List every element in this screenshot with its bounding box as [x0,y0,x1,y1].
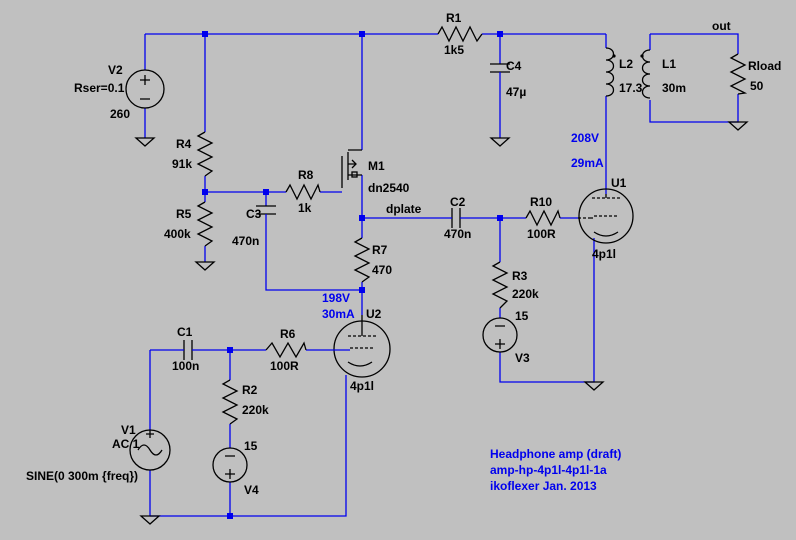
u1-tube [578,188,634,244]
c1-value: 100n [172,359,199,373]
r4-resistor [196,131,214,177]
c2-label: C2 [450,195,466,209]
r2-resistor [221,379,239,425]
note-filename: amp-hp-4p1l-4p1l-1a [490,463,607,477]
v4-label: V4 [244,483,259,497]
l1-label: L1 [662,57,676,71]
r10-value: 100R [527,227,556,241]
l1-value: 30m [662,81,686,95]
l2-label: L2 [619,57,633,71]
u1-voltage: 208V [571,131,599,145]
u2-current: 30mA [322,307,355,321]
r2-value: 220k [242,403,269,417]
u1-value: 4p1l [592,247,616,261]
r8-label: R8 [298,168,314,182]
r1-value: 1k5 [444,43,464,57]
c4-value: 47µ [506,85,526,99]
r6-label: R6 [280,327,296,341]
v4-source [212,447,248,483]
r10-label: R10 [530,195,552,209]
v2-source [125,69,165,109]
c4-capacitor [490,63,510,80]
u2-voltage: 198V [322,291,350,305]
r6-resistor [265,341,307,359]
v4-value: 15 [244,439,258,453]
r2-label: R2 [242,383,258,397]
c2-capacitor [451,208,461,228]
wires [144,33,739,517]
r7-label: R7 [372,243,388,257]
r7-resistor [353,237,371,283]
l2-inductor [605,47,615,97]
r6-value: 100R [270,359,299,373]
c4-label: C4 [506,59,522,73]
u1-current: 29mA [571,156,604,170]
ground-symbols [134,121,749,525]
note-author: ikoflexer Jan. 2013 [490,479,597,493]
r8-value: 1k [298,201,312,215]
l2-value: 17.3 [619,81,643,95]
r3-resistor [491,261,509,309]
c3-value: 470n [232,234,259,248]
net-dplate: dplate [386,202,422,216]
v1-label: V1 [121,423,136,437]
v3-source [482,317,518,353]
r5-value: 400k [164,227,191,241]
r7-value: 470 [372,263,392,277]
r1-resistor [437,25,483,43]
v2-param: Rser=0.1 [74,81,125,95]
note-title: Headphone amp (draft) [490,447,621,461]
r5-label: R5 [176,207,192,221]
u2-label: U2 [366,307,382,321]
r4-label: R4 [176,137,192,151]
v1-source [129,429,171,471]
junction-dots [202,31,503,519]
r3-label: R3 [512,269,528,283]
r4-value: 91k [172,157,192,171]
r1-label: R1 [446,11,462,25]
m1-label: M1 [368,159,385,173]
u1-label: U1 [611,176,627,190]
u2-tube [330,315,391,378]
v3-value: 15 [515,309,529,323]
r8-resistor [285,183,321,201]
v1-value: AC 1 [112,437,140,451]
c2-value: 470n [444,227,471,241]
u2-value: 4p1l [350,379,374,393]
v3-label: V3 [515,351,530,365]
m1-mosfet [341,149,362,188]
l1-inductor [641,49,651,99]
c1-capacitor [183,340,193,360]
net-out: out [712,19,731,33]
r10-resistor [525,209,561,227]
v2-value: 260 [110,107,130,121]
v1-param: SINE(0 300m {freq}) [26,469,138,483]
m1-value: dn2540 [368,181,410,195]
r3-value: 220k [512,287,539,301]
rload-label: Rload [748,59,781,73]
rload-resistor [729,53,748,95]
r5-resistor [196,201,214,247]
rload-value: 50 [750,79,764,93]
c3-label: C3 [246,207,262,221]
c1-label: C1 [177,325,193,339]
v2-label: V2 [108,63,123,77]
